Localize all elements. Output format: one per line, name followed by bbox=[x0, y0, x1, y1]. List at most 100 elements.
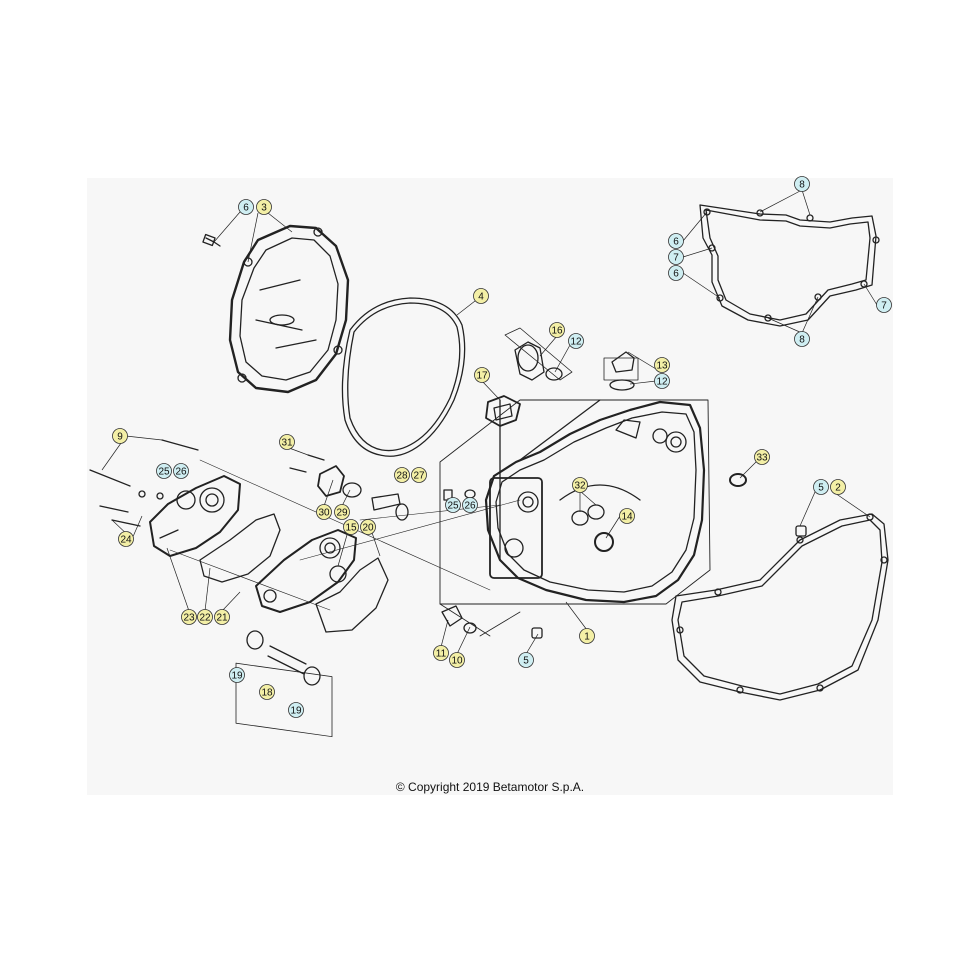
callout-circle bbox=[229, 667, 245, 683]
callout-circle bbox=[876, 297, 892, 313]
callout-label: 8 bbox=[799, 180, 805, 191]
callout-5: 5 bbox=[813, 479, 829, 495]
callout-label: 8 bbox=[799, 335, 805, 346]
o-ring-4 bbox=[341, 297, 466, 457]
callout-label: 12 bbox=[656, 377, 668, 388]
leader-line bbox=[131, 515, 143, 540]
shaft-28-27 bbox=[371, 493, 409, 521]
plug-13 bbox=[609, 351, 635, 391]
callout-circle bbox=[112, 428, 128, 444]
callout-circle bbox=[360, 519, 376, 535]
callout-3: 3 bbox=[256, 199, 272, 215]
clutch-cover-gasket-top-right bbox=[699, 204, 880, 327]
filler-plug-16 bbox=[514, 341, 545, 381]
callout-4: 4 bbox=[473, 288, 489, 304]
callout-label: 21 bbox=[216, 613, 228, 624]
callout-circle bbox=[668, 265, 684, 281]
leader-line bbox=[863, 283, 878, 306]
callout-circle bbox=[473, 288, 489, 304]
callout-circle bbox=[619, 508, 635, 524]
callout-label: 7 bbox=[673, 253, 679, 264]
callout-31: 31 bbox=[279, 434, 295, 450]
callout-circle bbox=[411, 467, 427, 483]
impeller-30 bbox=[317, 465, 362, 498]
washer-26 bbox=[464, 489, 476, 499]
callout-circle bbox=[118, 531, 134, 547]
callout-circle bbox=[433, 645, 449, 661]
callout-label: 9 bbox=[117, 432, 123, 443]
callout-circle bbox=[445, 497, 461, 513]
callout-circle bbox=[668, 249, 684, 265]
leader-line bbox=[221, 591, 241, 612]
callout-13: 13 bbox=[654, 357, 670, 373]
callout-8: 8 bbox=[794, 176, 810, 192]
callout-29: 29 bbox=[334, 504, 350, 520]
callout-11: 11 bbox=[433, 645, 449, 661]
breather-17 bbox=[485, 395, 521, 427]
ring-33 bbox=[729, 473, 747, 487]
callout-label: 27 bbox=[413, 471, 425, 482]
leader-line bbox=[525, 633, 539, 655]
callout-label: 30 bbox=[318, 508, 330, 519]
callout-circle bbox=[654, 373, 670, 389]
callout-19: 19 bbox=[229, 667, 245, 683]
callout-10: 10 bbox=[449, 652, 465, 668]
callout-label: 12 bbox=[570, 337, 582, 348]
leader-line bbox=[323, 479, 334, 507]
callout-label: 10 bbox=[451, 656, 463, 667]
callout-circle bbox=[279, 434, 295, 450]
callout-label: 19 bbox=[290, 706, 302, 717]
callout-25: 25 bbox=[445, 497, 461, 513]
callout-16: 16 bbox=[549, 322, 565, 338]
leader-line bbox=[565, 601, 588, 631]
callout-circle bbox=[568, 333, 584, 349]
copyright-text: © Copyright 2019 Betamotor S.p.A. bbox=[395, 780, 585, 794]
callout-label: 26 bbox=[464, 501, 476, 512]
callout-label: 15 bbox=[345, 523, 357, 534]
callout-label: 3 bbox=[261, 203, 267, 214]
callout-circle bbox=[654, 357, 670, 373]
callout-circle bbox=[214, 609, 230, 625]
callout-label: 6 bbox=[243, 203, 249, 214]
callout-9: 9 bbox=[112, 428, 128, 444]
bolts-9 bbox=[89, 439, 325, 527]
callout-label: 16 bbox=[551, 326, 563, 337]
callout-8: 8 bbox=[794, 331, 810, 347]
callout-label: 20 bbox=[362, 523, 374, 534]
callout-circle bbox=[181, 609, 197, 625]
callout-label: 25 bbox=[158, 467, 170, 478]
callout-circle bbox=[794, 176, 810, 192]
callout-6: 6 bbox=[668, 265, 684, 281]
leader-line bbox=[627, 351, 657, 370]
callout-label: 33 bbox=[756, 453, 768, 464]
callout-1: 1 bbox=[579, 628, 595, 644]
leader-lines bbox=[101, 189, 878, 655]
callout-label: 13 bbox=[656, 361, 668, 372]
callout-label: 6 bbox=[673, 269, 679, 280]
callout-32: 32 bbox=[572, 477, 588, 493]
callout-circle bbox=[173, 463, 189, 479]
callout-label: 2 bbox=[835, 483, 841, 494]
callout-label: 29 bbox=[336, 508, 348, 519]
callout-circle bbox=[288, 702, 304, 718]
callout-17: 17 bbox=[474, 367, 490, 383]
callout-26: 26 bbox=[462, 497, 478, 513]
gasket-20 bbox=[315, 557, 389, 633]
callout-label: 19 bbox=[231, 671, 243, 682]
callout-circle bbox=[256, 199, 272, 215]
leader-line bbox=[247, 212, 259, 263]
callout-label: 24 bbox=[120, 535, 132, 546]
callout-26: 26 bbox=[173, 463, 189, 479]
callout-20: 20 bbox=[360, 519, 376, 535]
callout-circle bbox=[474, 367, 490, 383]
callout-23: 23 bbox=[181, 609, 197, 625]
callout-label: 32 bbox=[574, 481, 586, 492]
callout-circle bbox=[238, 199, 254, 215]
callout-label: 14 bbox=[621, 512, 633, 523]
leader-line bbox=[801, 189, 811, 216]
leader-line bbox=[759, 189, 803, 213]
callout-14: 14 bbox=[619, 508, 635, 524]
